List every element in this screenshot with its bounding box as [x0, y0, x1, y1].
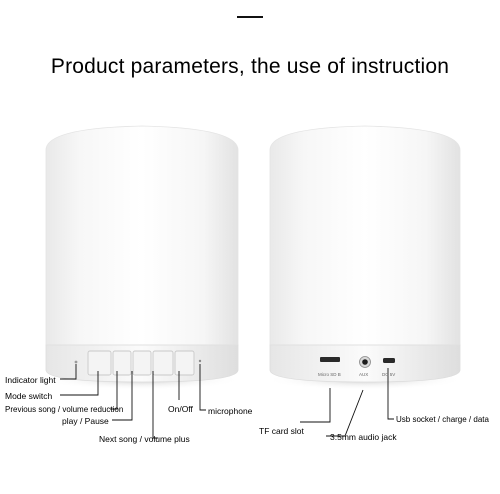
indicator-light-dot: [74, 360, 78, 364]
power-button: [174, 350, 195, 376]
page-title: Product parameters, the use of instructi…: [50, 55, 450, 78]
mode-switch-button: [87, 350, 112, 376]
tf-card-slot-label: TF card slot: [259, 426, 304, 436]
on-off-label: On/Off: [168, 404, 193, 414]
back-leader-lines: [300, 368, 394, 437]
front-leader-lines: [60, 364, 206, 439]
previous-button: [112, 350, 132, 376]
back-speaker: [265, 125, 465, 390]
front-speaker: [42, 125, 242, 390]
aux-port-label: AUX: [359, 372, 369, 377]
next-button: [152, 350, 174, 376]
dc-port-label: DC 5V: [382, 372, 396, 377]
usb-socket-label: Usb socket / charge / data: [396, 415, 489, 424]
play-pause-label: play / Pause: [62, 416, 109, 426]
audio-jack-label: 3.5mm audio jack: [330, 432, 397, 442]
mode-switch-label: Mode switch: [5, 391, 53, 401]
micro-sd-port-label: Micro SD B: [318, 372, 341, 377]
decorative-dash: [237, 16, 263, 18]
play-pause-button: [132, 350, 152, 376]
usb-port: [383, 358, 395, 363]
previous-song-label: Previous song / volume reduction: [5, 405, 124, 414]
tf-card-slot: [320, 357, 340, 362]
microphone-label: microphone: [208, 406, 253, 416]
audio-jack-port: [362, 359, 368, 365]
indicator-light-label: Indicator light: [5, 375, 56, 385]
microphone-hole: [198, 359, 202, 363]
next-song-label: Next song / volume plus: [99, 434, 190, 444]
